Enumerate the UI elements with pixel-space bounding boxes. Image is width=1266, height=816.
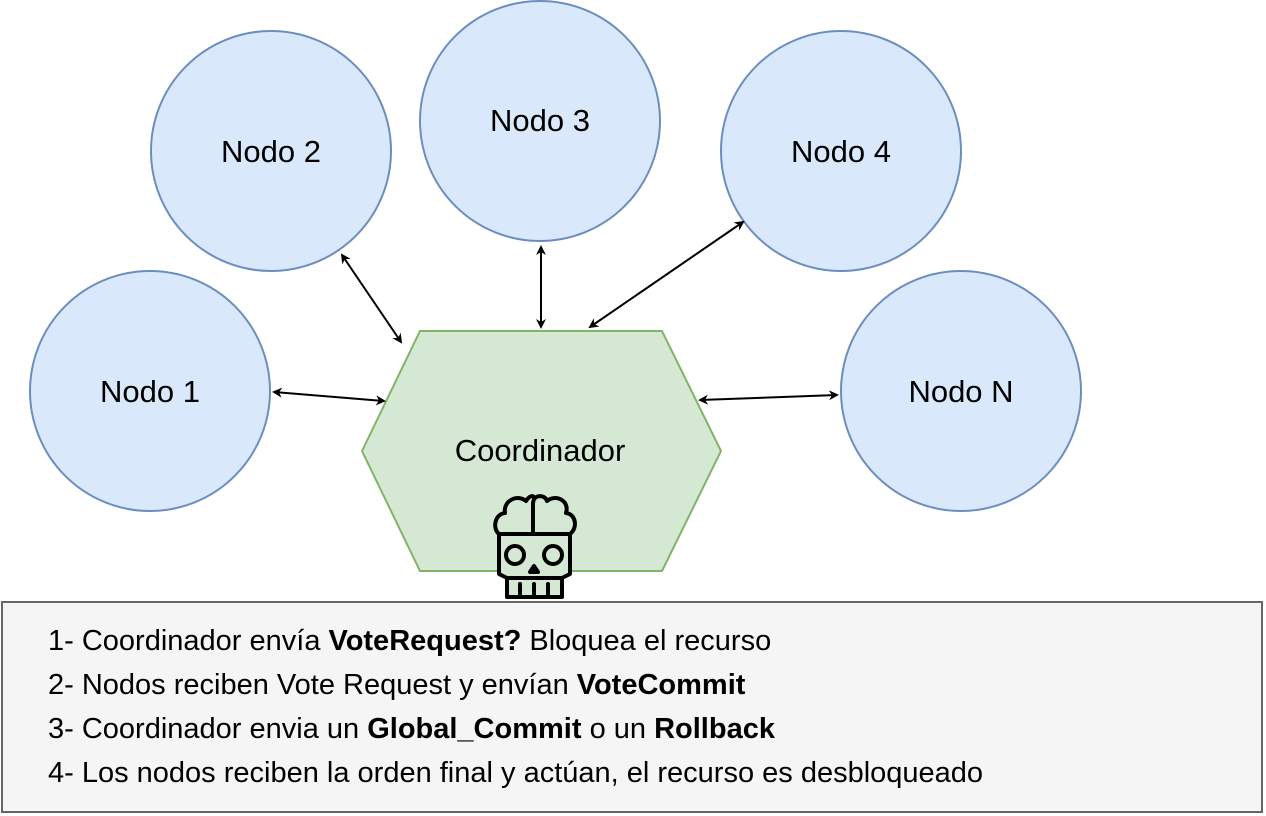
step-4-text: 4- Los nodos reciben la orden final y ac… bbox=[48, 757, 984, 789]
coordinator-label: Coordinador bbox=[455, 433, 626, 468]
step-3-bold-2: Rollback bbox=[654, 713, 775, 745]
step-3-text: 3- Coordinador envia un bbox=[48, 713, 368, 745]
steps-legend: 1- Coordinador envía VoteRequest? Bloque… bbox=[1, 601, 1263, 813]
step-3-bold-1: Global_Commit bbox=[367, 713, 582, 745]
arrow-node4-coordinator bbox=[588, 220, 745, 329]
connectors bbox=[272, 220, 839, 406]
node-n-label: Nodo N bbox=[908, 374, 1013, 409]
node-1[interactable]: Nodo 1 bbox=[29, 270, 271, 512]
node-3-label: Nodo 3 bbox=[490, 103, 590, 138]
coordinator[interactable]: Coordinador bbox=[360, 330, 723, 572]
step-2-text: 2- Nodos reciben Vote Request y envían bbox=[48, 669, 577, 701]
step-1-text: 1- Coordinador envía bbox=[48, 625, 329, 657]
step-4: 4- Los nodos reciben la orden final y ac… bbox=[48, 757, 983, 790]
arrow-node2-coordinator bbox=[340, 253, 403, 344]
step-3-text-mid: o un bbox=[581, 713, 655, 745]
step-2-bold: VoteCommit bbox=[576, 669, 746, 701]
step-1-text-end: Bloquea el recurso bbox=[521, 625, 772, 657]
arrow-node1-coordinator bbox=[272, 387, 386, 406]
node-3[interactable]: Nodo 3 bbox=[419, 0, 661, 242]
node-4[interactable]: Nodo 4 bbox=[720, 30, 962, 272]
arrow-noden-coordinator bbox=[698, 390, 839, 405]
node-n[interactable]: Nodo N bbox=[840, 270, 1082, 512]
zombie-skull-icon bbox=[493, 494, 577, 599]
node-4-label: Nodo 4 bbox=[791, 134, 891, 169]
step-1: 1- Coordinador envía VoteRequest? Bloque… bbox=[48, 625, 771, 658]
node-2-label: Nodo 2 bbox=[221, 134, 321, 169]
node-1-label: Nodo 1 bbox=[100, 374, 200, 409]
node-2[interactable]: Nodo 2 bbox=[150, 30, 392, 272]
step-1-bold: VoteRequest? bbox=[328, 625, 522, 657]
step-2: 2- Nodos reciben Vote Request y envían V… bbox=[48, 669, 745, 702]
step-3: 3- Coordinador envia un Global_Commit o … bbox=[48, 713, 775, 746]
